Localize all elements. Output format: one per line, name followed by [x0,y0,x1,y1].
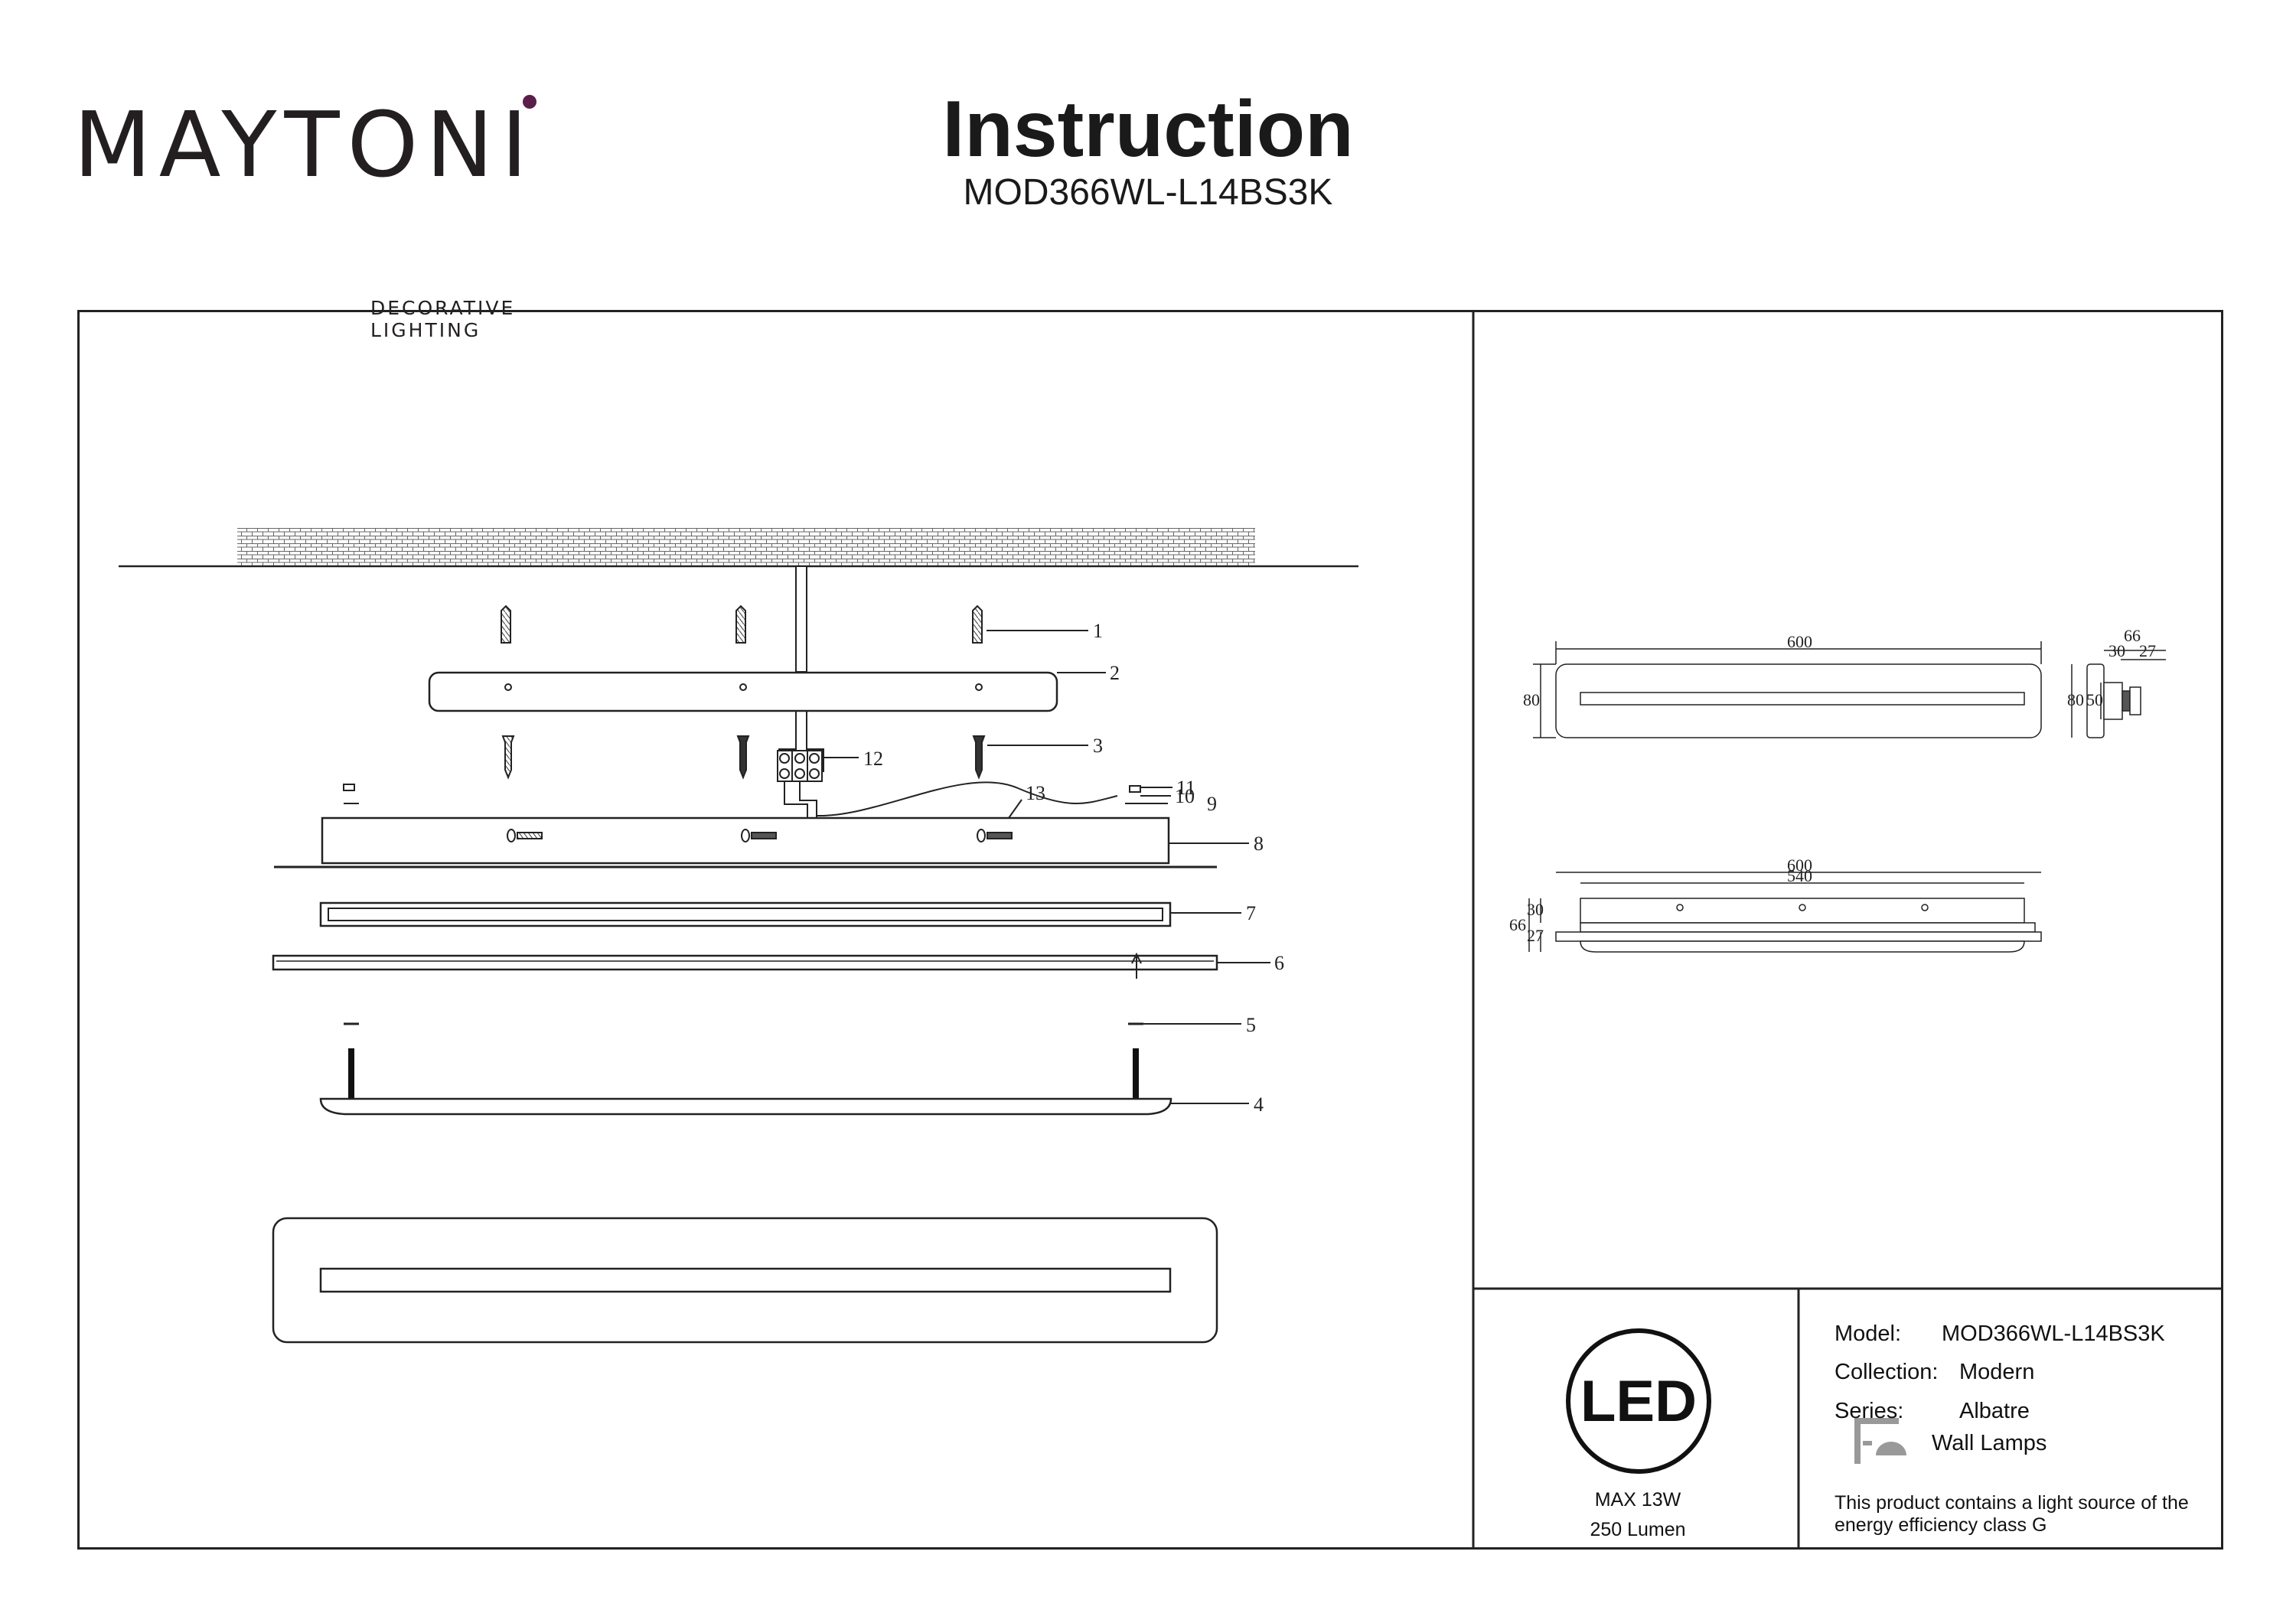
energy-note-line1: This product contains a light source of … [1835,1492,2189,1514]
part-label: 3 [1093,735,1103,757]
dimension-front-view [1533,641,2042,738]
part-label: 10 [1175,785,1195,807]
small-parts [343,784,1172,804]
brand-tagline: DECORATIVE LIGHTING [370,297,516,341]
dimension-side-view [2071,650,2166,738]
spec-series-value: Albatre [1959,1399,2030,1423]
mounting-bracket [428,671,1058,712]
energy-note-line2: energy efficiency class G [1835,1514,2047,1536]
spec-model-value: MOD366WL-L14BS3K [1942,1322,2165,1346]
dim-front-length: 600 [1787,632,1812,651]
led-lumen: 250 Lumen [1590,1519,1686,1540]
dim-top-part-b: 27 [1527,926,1544,945]
instruction-frame [77,310,2223,1550]
part-label: 11 [1176,777,1195,799]
assembled-view [272,1217,1218,1344]
dim-top-length: 600 [1787,855,1812,875]
frame-dividers [1472,310,2223,1550]
dimension-top-view [1528,872,2042,953]
spec-collection-label: Collection: [1835,1360,1939,1384]
dim-front-height: 80 [1523,690,1540,709]
base-plate-screws [507,829,1013,842]
page-model: MOD366WL-L14BS3K [963,172,1333,213]
part-label: 9 [1207,793,1217,815]
page-title: Instruction [942,85,1354,174]
led-power: MAX 13W [1594,1489,1681,1511]
part-label: 13 [1026,782,1045,804]
dim-side-depth: 66 [2124,626,2141,645]
part-label: 2 [1110,662,1120,684]
screws [501,735,986,780]
dim-top-depth: 66 [1509,915,1526,934]
dim-side-part-a: 30 [2108,641,2125,660]
spec-type-value: Wall Lamps [1932,1431,2047,1455]
dimension-labels: 600 80 66 30 27 80 50 600 540 66 30 27 [1509,626,2156,945]
dim-side-height-b: 50 [2086,690,2103,709]
part-label: 6 [1274,952,1284,974]
dim-side-height-a: 80 [2067,690,2084,709]
spec-model-label: Model: [1835,1322,1902,1346]
terminal-block [777,711,1118,818]
svg-text:LED: LED [1580,1369,1697,1434]
brand-dot [523,95,536,109]
part-label: 4 [1254,1093,1264,1116]
part-label: 12 [863,748,883,770]
base-plate [321,816,1170,865]
led-icon: LED [1566,1328,1711,1474]
front-cover [319,1097,1172,1116]
part-label: 8 [1254,833,1264,855]
brand-name: MAYTONI [73,92,536,197]
dim-top-inner: 540 [1787,866,1812,885]
spec-series-label: Series: [1835,1399,1904,1423]
part-label: 5 [1246,1014,1256,1036]
part-label: 7 [1246,902,1256,924]
dim-side-part-b: 27 [2139,641,2156,660]
wall-lamp-icon [1854,1418,1906,1464]
part-label: 1 [1093,620,1103,642]
brand-logo: MAYTONI DECORATIVE LIGHTING [73,92,556,341]
exploded-assembly [119,528,1358,1344]
dim-top-part-a: 30 [1527,900,1544,919]
spec-collection-value: Modern [1959,1360,2035,1384]
wall-cable [795,565,807,673]
diffuser [272,954,1218,971]
light-guide [319,901,1172,927]
wall [237,528,1255,566]
wall-plugs [501,605,983,644]
part-callouts: 1 2 3 4 5 6 7 8 9 10 11 12 13 [863,620,1284,1116]
